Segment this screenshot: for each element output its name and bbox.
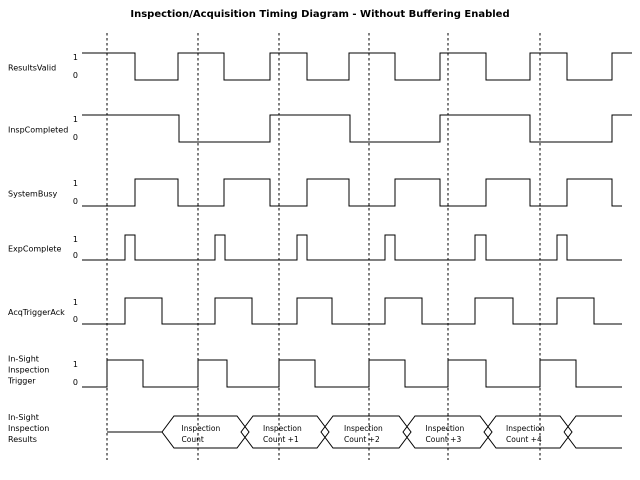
- level-label-low-inspcompleted: 0: [73, 133, 78, 142]
- signal-label-acqtriggerack: AcqTriggerAck: [8, 308, 65, 317]
- bus-segment-label-3: Inspection: [344, 424, 383, 433]
- bus-segment-label-1: Count: [182, 435, 204, 444]
- level-label-high-acqtriggerack: 1: [73, 298, 78, 307]
- bus-segment-label-1: Inspection: [182, 424, 221, 433]
- signal-label-results: Results: [8, 435, 37, 444]
- bus-segment-label-2: Inspection: [263, 424, 302, 433]
- signal-label-results: In-Sight: [8, 413, 39, 422]
- bus-segment-open: [563, 415, 622, 449]
- level-label-high-resultsvalid: 1: [73, 53, 78, 62]
- level-label-low-resultsvalid: 0: [73, 71, 78, 80]
- bus-segment-4: [402, 415, 493, 449]
- bus-segment-label-5: Inspection: [506, 424, 545, 433]
- level-label-low-acqtriggerack: 0: [73, 315, 78, 324]
- bus-segment-3: [320, 415, 412, 449]
- level-label-high-systembusy: 1: [73, 179, 78, 188]
- signal-label-results: Inspection: [8, 424, 49, 433]
- signal-label-inspcompleted: InspCompleted: [8, 126, 68, 135]
- waveform-inspcompleted: [82, 114, 632, 143]
- waveform-resultsvalid: [82, 52, 632, 81]
- signal-label-resultsvalid: ResultsValid: [8, 64, 56, 73]
- bus-segment-5: [483, 415, 573, 449]
- bus-segment-1: [161, 415, 250, 449]
- diagram-title: Inspection/Acquisition Timing Diagram - …: [130, 9, 510, 20]
- signal-label-expcomplete: ExpComplete: [8, 245, 62, 254]
- waveform-systembusy: [82, 178, 622, 207]
- bus-segment-label-3: Count +2: [344, 435, 380, 444]
- signal-label-in-sight-inspection-trigger: Trigger: [7, 377, 36, 386]
- level-label-low-in-sight-inspection-trigger: 0: [73, 378, 78, 387]
- level-label-low-expcomplete: 0: [73, 251, 78, 260]
- level-label-high-in-sight-inspection-trigger: 1: [73, 360, 78, 369]
- waveform-expcomplete: [82, 234, 622, 261]
- signal-label-systembusy: SystemBusy: [8, 190, 58, 199]
- bus-segment-label-5: Count +4: [506, 435, 542, 444]
- signal-label-in-sight-inspection-trigger: Inspection: [8, 366, 49, 375]
- bus-segment-label-2: Count +1: [263, 435, 299, 444]
- level-label-high-inspcompleted: 1: [73, 115, 78, 124]
- waveform-acqtriggerack: [82, 297, 622, 325]
- bus-segment-label-4: Inspection: [426, 424, 465, 433]
- waveform-in-sight-inspection-trigger: [82, 359, 622, 388]
- level-label-low-systembusy: 0: [73, 197, 78, 206]
- bus-segment-label-4: Count +3: [426, 435, 462, 444]
- signal-label-in-sight-inspection-trigger: In-Sight: [8, 355, 39, 364]
- bus-segment-2: [240, 415, 330, 449]
- level-label-high-expcomplete: 1: [73, 235, 78, 244]
